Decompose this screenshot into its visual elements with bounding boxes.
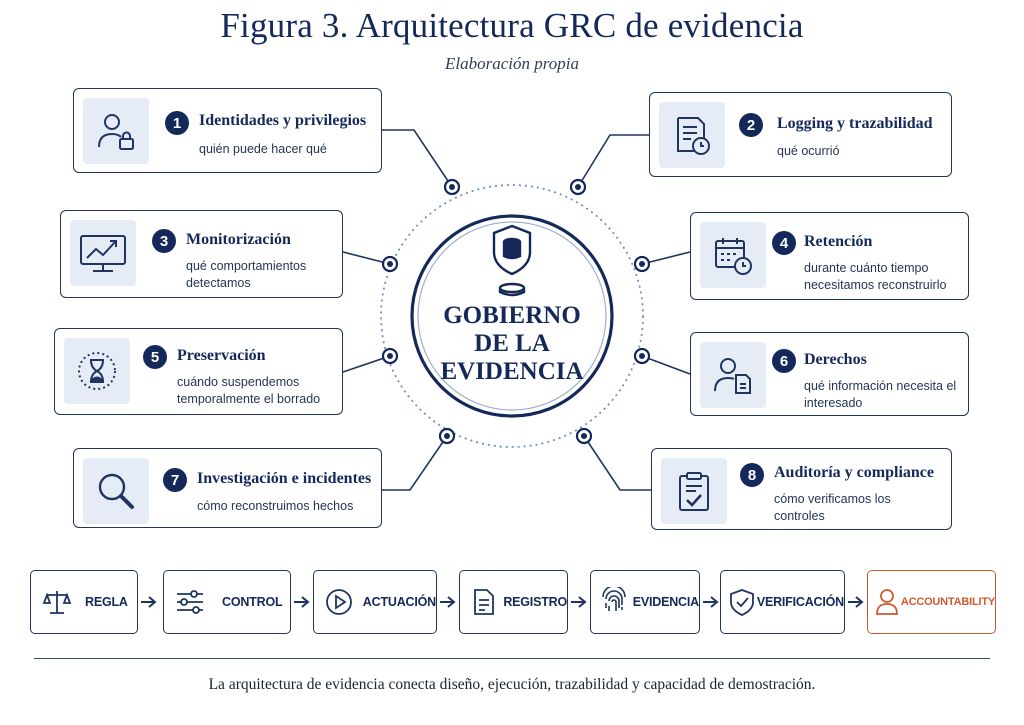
scales-icon <box>37 587 77 617</box>
flow-step-evidencia: EVIDENCIA <box>590 570 700 634</box>
person-icon <box>874 587 901 617</box>
card-title: Auditoría y compliance <box>774 464 934 481</box>
card-derechos: 6 Derechos qué información necesita el i… <box>690 332 969 416</box>
flow-step-control: CONTROL <box>163 570 291 634</box>
calendar-clock-icon <box>700 222 766 288</box>
user-document-icon <box>700 342 766 408</box>
flow-label: ACTUACIÓN <box>362 595 436 609</box>
hub-outer-ring <box>410 214 614 418</box>
card-investigacion: 7 Investigación e incidentes cómo recons… <box>73 448 382 528</box>
card-description: durante cuánto tiempo necesitamos recons… <box>804 261 947 292</box>
hub-line-2: DE LA <box>474 330 550 357</box>
connector-5 <box>342 355 391 373</box>
arrow-right-icon <box>571 596 587 608</box>
flow-step-regla: REGLA <box>30 570 138 634</box>
monitor-chart-icon <box>70 220 136 286</box>
connector-2 <box>577 134 649 188</box>
card-description: qué ocurrió <box>777 144 840 158</box>
clipboard-check-icon <box>661 458 727 524</box>
card-title: Retención <box>804 233 873 250</box>
card-title: Monitorización <box>186 231 291 248</box>
arrow-right-icon <box>440 596 456 608</box>
card-identidades: 1 Identidades y privilegios quién puede … <box>73 88 382 173</box>
card-preservacion: 5 Preservación cuándo suspendemos tempor… <box>54 328 343 415</box>
connector-7 <box>382 435 448 491</box>
figure-caption: La arquitectura de evidencia conecta dis… <box>208 676 816 693</box>
flow-step-actuacion: ACTUACIÓN <box>313 570 437 634</box>
card-monitorizacion: 3 Monitorización qué comportamientos det… <box>60 210 343 298</box>
flow-label: VERIFICACIÓN <box>756 595 844 609</box>
card-description: qué información necesita el interesado <box>804 379 957 410</box>
connector-8 <box>583 435 651 491</box>
card-description: qué comportamientos detectamos <box>186 259 307 290</box>
arrow-right-icon <box>848 596 864 608</box>
connector-1 <box>382 129 453 188</box>
badge-number: 2 <box>739 113 763 137</box>
card-description: cómo verificamos los controles <box>774 492 891 523</box>
flow-step-registro: REGISTRO <box>459 570 568 634</box>
card-title: Logging y trazabilidad <box>777 115 933 132</box>
card-description: cuándo suspendemos temporalmente el borr… <box>177 375 321 406</box>
arrow-right-icon <box>141 596 157 608</box>
sliders-icon <box>170 587 210 617</box>
arrow-right-icon <box>703 596 719 608</box>
card-title: Identidades y privilegios <box>199 112 367 129</box>
document-icon <box>466 587 501 617</box>
user-lock-icon <box>83 98 149 164</box>
log-clock-icon <box>659 102 725 168</box>
badge-number: 1 <box>165 111 189 135</box>
divider <box>34 658 990 659</box>
hub-line-3: EVIDENCIA <box>440 358 584 385</box>
card-title: Preservación <box>177 347 266 364</box>
flow-label: ACCOUNTABILITY <box>900 596 995 608</box>
badge-number: 4 <box>772 231 796 255</box>
card-title: Derechos <box>804 351 867 368</box>
hub-inner-ring <box>417 221 607 411</box>
play-icon <box>320 587 359 617</box>
figure-title: Figura 3. Arquitectura GRC de evidencia <box>220 6 804 45</box>
flow-step-verificacion: VERIFICACIÓN <box>720 570 845 634</box>
dotted-orbit <box>380 184 644 448</box>
flow-label: REGLA <box>85 595 128 609</box>
badge-number: 7 <box>163 468 187 492</box>
badge-number: 3 <box>152 229 176 253</box>
card-description: cómo reconstruimos hechos <box>197 499 354 513</box>
figure-subtitle: Elaboración propia <box>445 54 579 73</box>
hub-line-1: GOBIERNO <box>443 302 581 329</box>
badge-number: 8 <box>740 463 764 487</box>
hourglass-icon <box>64 338 130 404</box>
card-logging: 2 Logging y trazabilidad qué ocurrió <box>649 92 952 177</box>
badge-number: 6 <box>772 349 796 373</box>
magnifier-icon <box>83 458 149 524</box>
flow-label: EVIDENCIA <box>632 595 699 609</box>
database-shield-icon <box>492 224 532 297</box>
arrow-right-icon <box>294 596 310 608</box>
badge-number: 5 <box>143 345 167 369</box>
card-title: Investigación e incidentes <box>197 470 372 487</box>
flow-label: CONTROL <box>222 595 283 609</box>
card-auditoria: 8 Auditoría y compliance cómo verificamo… <box>651 448 952 530</box>
flow-step-accountability: ACCOUNTABILITY <box>867 570 996 634</box>
shield-check-icon <box>727 587 757 617</box>
card-description: quién puede hacer qué <box>199 142 327 156</box>
connector-4 <box>641 251 691 265</box>
fingerprint-icon <box>597 587 631 617</box>
flow-label: REGISTRO <box>503 595 567 609</box>
hub-label: GOBIERNO DE LA EVIDENCIA <box>412 302 612 386</box>
card-retencion: 4 Retención durante cuánto tiempo necesi… <box>690 212 969 300</box>
connector-6 <box>641 355 691 375</box>
